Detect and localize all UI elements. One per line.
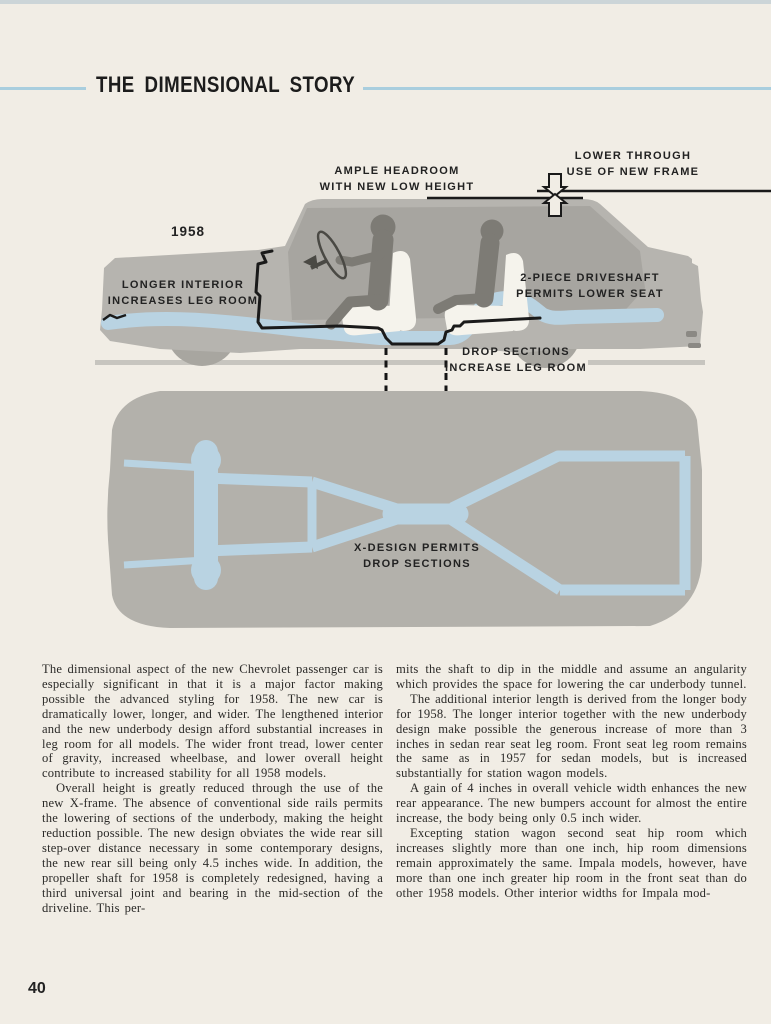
article-column-right: mits the shaft to dip in the middle and …	[396, 662, 747, 901]
driver-figure	[325, 214, 396, 330]
label-longer-interior: LONGER INTERIOR INCREASES LEG ROOM	[107, 279, 259, 307]
up-arrow-icon	[541, 192, 569, 217]
paragraph: The dimensional aspect of the new Chevro…	[42, 662, 383, 781]
label-ample-headroom: AMPLE HEADROOM WITH NEW LOW HEIGHT	[319, 165, 475, 193]
scan-edge	[0, 0, 771, 4]
title-rule-left	[0, 87, 86, 90]
title-rule-right	[363, 87, 771, 90]
ground-line	[95, 360, 705, 365]
paragraph: A gain of 4 inches in overall vehicle wi…	[396, 781, 747, 826]
label-lower-through: LOWER THROUGH USE OF NEW FRAME	[566, 150, 700, 178]
tail-lights	[686, 331, 701, 348]
passenger-figure	[433, 219, 504, 314]
front-bumper-line	[102, 313, 127, 322]
x-frame	[123, 440, 691, 596]
down-arrow-icon	[541, 173, 569, 198]
paragraph: mits the shaft to dip in the middle and …	[396, 662, 747, 691]
label-drop-sections: DROP SECTIONS INCREASE LEG ROOM	[445, 346, 587, 374]
rear-seat	[444, 253, 530, 336]
page-title: THE DIMENSIONAL STORY	[96, 72, 356, 97]
label-year: 1958	[170, 224, 206, 239]
article-column-left: The dimensional aspect of the new Chevro…	[42, 662, 383, 915]
floor-outline	[254, 249, 542, 346]
page-number: 40	[28, 980, 46, 997]
label-driveshaft: 2-PIECE DRIVESHAFT PERMITS LOWER SEAT	[516, 272, 664, 300]
height-lines	[427, 189, 771, 200]
height-reduction-arrows-icon	[541, 173, 569, 217]
steering-wheel-icon	[303, 230, 348, 280]
paragraph: Excepting station wagon second seat hip …	[396, 825, 747, 900]
dimensional-diagram	[95, 173, 771, 628]
paragraph: The additional interior length is derive…	[396, 691, 747, 781]
label-x-design: X-DESIGN PERMITS DROP SECTIONS	[354, 542, 480, 570]
paragraph: Overall height is greatly reduced throug…	[42, 781, 383, 915]
